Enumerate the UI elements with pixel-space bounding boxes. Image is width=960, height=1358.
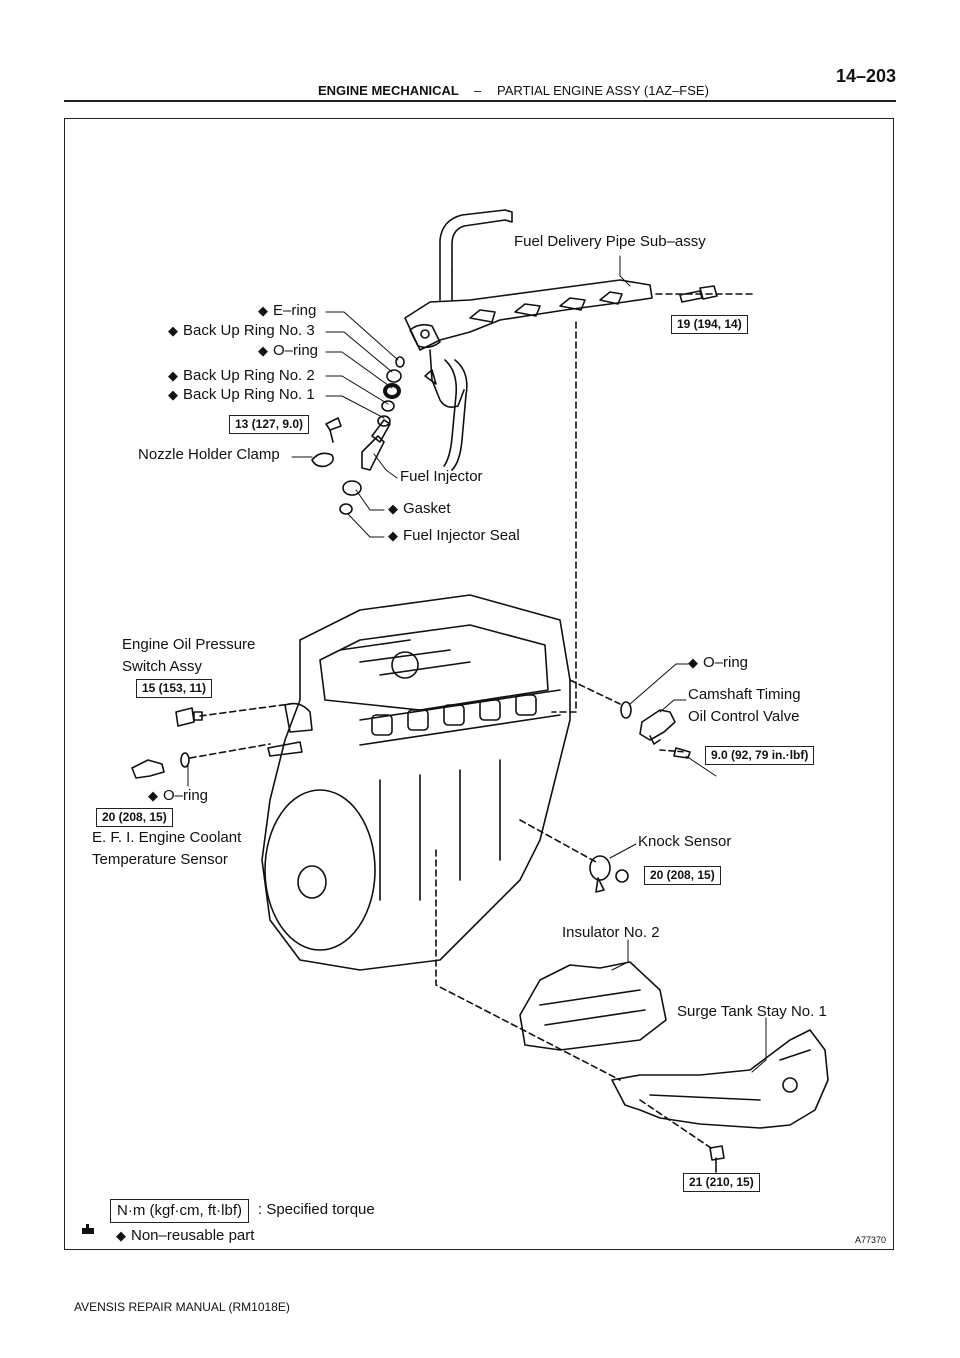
page-number: 14–203 — [836, 66, 897, 86]
stay-dash-line — [435, 849, 621, 1081]
label-fuel-injector: Fuel Injector — [400, 468, 483, 485]
nonreusable-diamond-icon: ◆ — [388, 501, 398, 516]
label-switch-assy: Switch Assy — [122, 658, 203, 675]
nonreusable-diamond-icon: ◆ — [168, 368, 178, 383]
figure-id: A77370 — [855, 1235, 887, 1245]
label-o-ring-right: ◆O–ring — [688, 654, 749, 671]
label-back-up-ring-3: ◆Back Up Ring No. 3 — [168, 322, 315, 339]
knock-sensor-drawing — [589, 855, 629, 893]
label-insulator-2: Insulator No. 2 — [562, 924, 660, 941]
label-fuel-delivery-pipe: Fuel Delivery Pipe Sub–assy — [514, 233, 706, 250]
label-back-up-ring-2: ◆Back Up Ring No. 2 — [168, 367, 315, 384]
subsection-title: PARTIAL ENGINE ASSY (1AZ–FSE) — [497, 83, 709, 98]
label-o-ring-left: ◆O–ring — [148, 787, 209, 804]
torque-delivery-pipe-bolt: 19 (194, 14) — [671, 315, 748, 334]
label-e-ring: ◆E–ring — [258, 302, 317, 319]
torque-knock-sensor: 20 (208, 15) — [644, 866, 721, 885]
ocv-dash-line — [569, 679, 621, 705]
label-temperature-sensor: Temperature Sensor — [92, 851, 228, 868]
legend-nonreusable: ◆Non–reusable part — [116, 1227, 255, 1244]
torque-ocv-bolt: 9.0 (92, 79 in.·lbf) — [705, 746, 815, 765]
injector-stack-drawing — [311, 356, 405, 515]
tool-icon — [82, 1224, 94, 1234]
label-fuel-injector-seal: ◆Fuel Injector Seal — [388, 527, 520, 544]
nonreusable-diamond-icon: ◆ — [688, 655, 698, 670]
legend-torque-text: : Specified torque — [258, 1201, 375, 1218]
label-o-ring-top: ◆O–ring — [258, 342, 319, 359]
label-surge-tank-stay: Surge Tank Stay No. 1 — [677, 1003, 827, 1020]
fuel-delivery-pipe-drawing — [404, 209, 653, 471]
leader-lines — [187, 255, 767, 1181]
label-nozzle-holder-clamp: Nozzle Holder Clamp — [138, 446, 280, 463]
nonreusable-diamond-icon: ◆ — [168, 323, 178, 338]
section-title: ENGINE MECHANICAL — [318, 83, 459, 98]
label-oil-control-valve: Oil Control Valve — [688, 708, 800, 725]
torque-clamp-bolt: 13 (127, 9.0) — [229, 415, 310, 434]
coolant-sensor-drawing — [131, 752, 190, 779]
torque-stay-bolt: 21 (210, 15) — [683, 1173, 760, 1192]
oil-pressure-switch-drawing — [175, 707, 203, 727]
stay-bolt-dash-line — [639, 1099, 715, 1151]
surge-tank-stay-drawing — [611, 1029, 829, 1129]
label-engine-oil-pressure: Engine Oil Pressure — [122, 636, 256, 653]
nonreusable-diamond-icon: ◆ — [388, 528, 398, 543]
coolant-dash-line — [189, 743, 271, 759]
figure-frame — [64, 118, 894, 1250]
switch-dash-line — [199, 703, 291, 717]
torque-oil-pressure-switch: 15 (153, 11) — [136, 679, 213, 698]
label-coolant-sensor: E. F. I. Engine Coolant — [92, 829, 242, 846]
nonreusable-diamond-icon: ◆ — [168, 387, 178, 402]
pipe-dash-line — [551, 321, 577, 713]
stay-bolt-drawing — [709, 1145, 725, 1173]
knock-dash-line — [519, 819, 597, 863]
label-back-up-ring-1: ◆Back Up Ring No. 1 — [168, 386, 315, 403]
label-camshaft-timing: Camshaft Timing — [688, 686, 801, 703]
nonreusable-diamond-icon: ◆ — [258, 303, 268, 318]
label-gasket: ◆Gasket — [388, 500, 451, 517]
label-knock-sensor: Knock Sensor — [638, 833, 732, 850]
nonreusable-diamond-icon: ◆ — [116, 1228, 126, 1243]
header-rule — [64, 100, 896, 102]
torque-coolant-sensor: 20 (208, 15) — [96, 808, 173, 827]
insulator-drawing — [519, 961, 667, 1051]
footer-manual: AVENSIS REPAIR MANUAL (RM1018E) — [74, 1300, 290, 1314]
legend-torque-unit: N·m (kgf·cm, ft·lbf) — [110, 1199, 249, 1223]
nonreusable-diamond-icon: ◆ — [258, 343, 268, 358]
ocv-drawing — [620, 701, 691, 759]
pipe-bolt-drawing — [679, 285, 718, 303]
engine-block-drawing — [261, 594, 571, 971]
nonreusable-diamond-icon: ◆ — [148, 788, 158, 803]
header-separator: – — [474, 83, 482, 98]
